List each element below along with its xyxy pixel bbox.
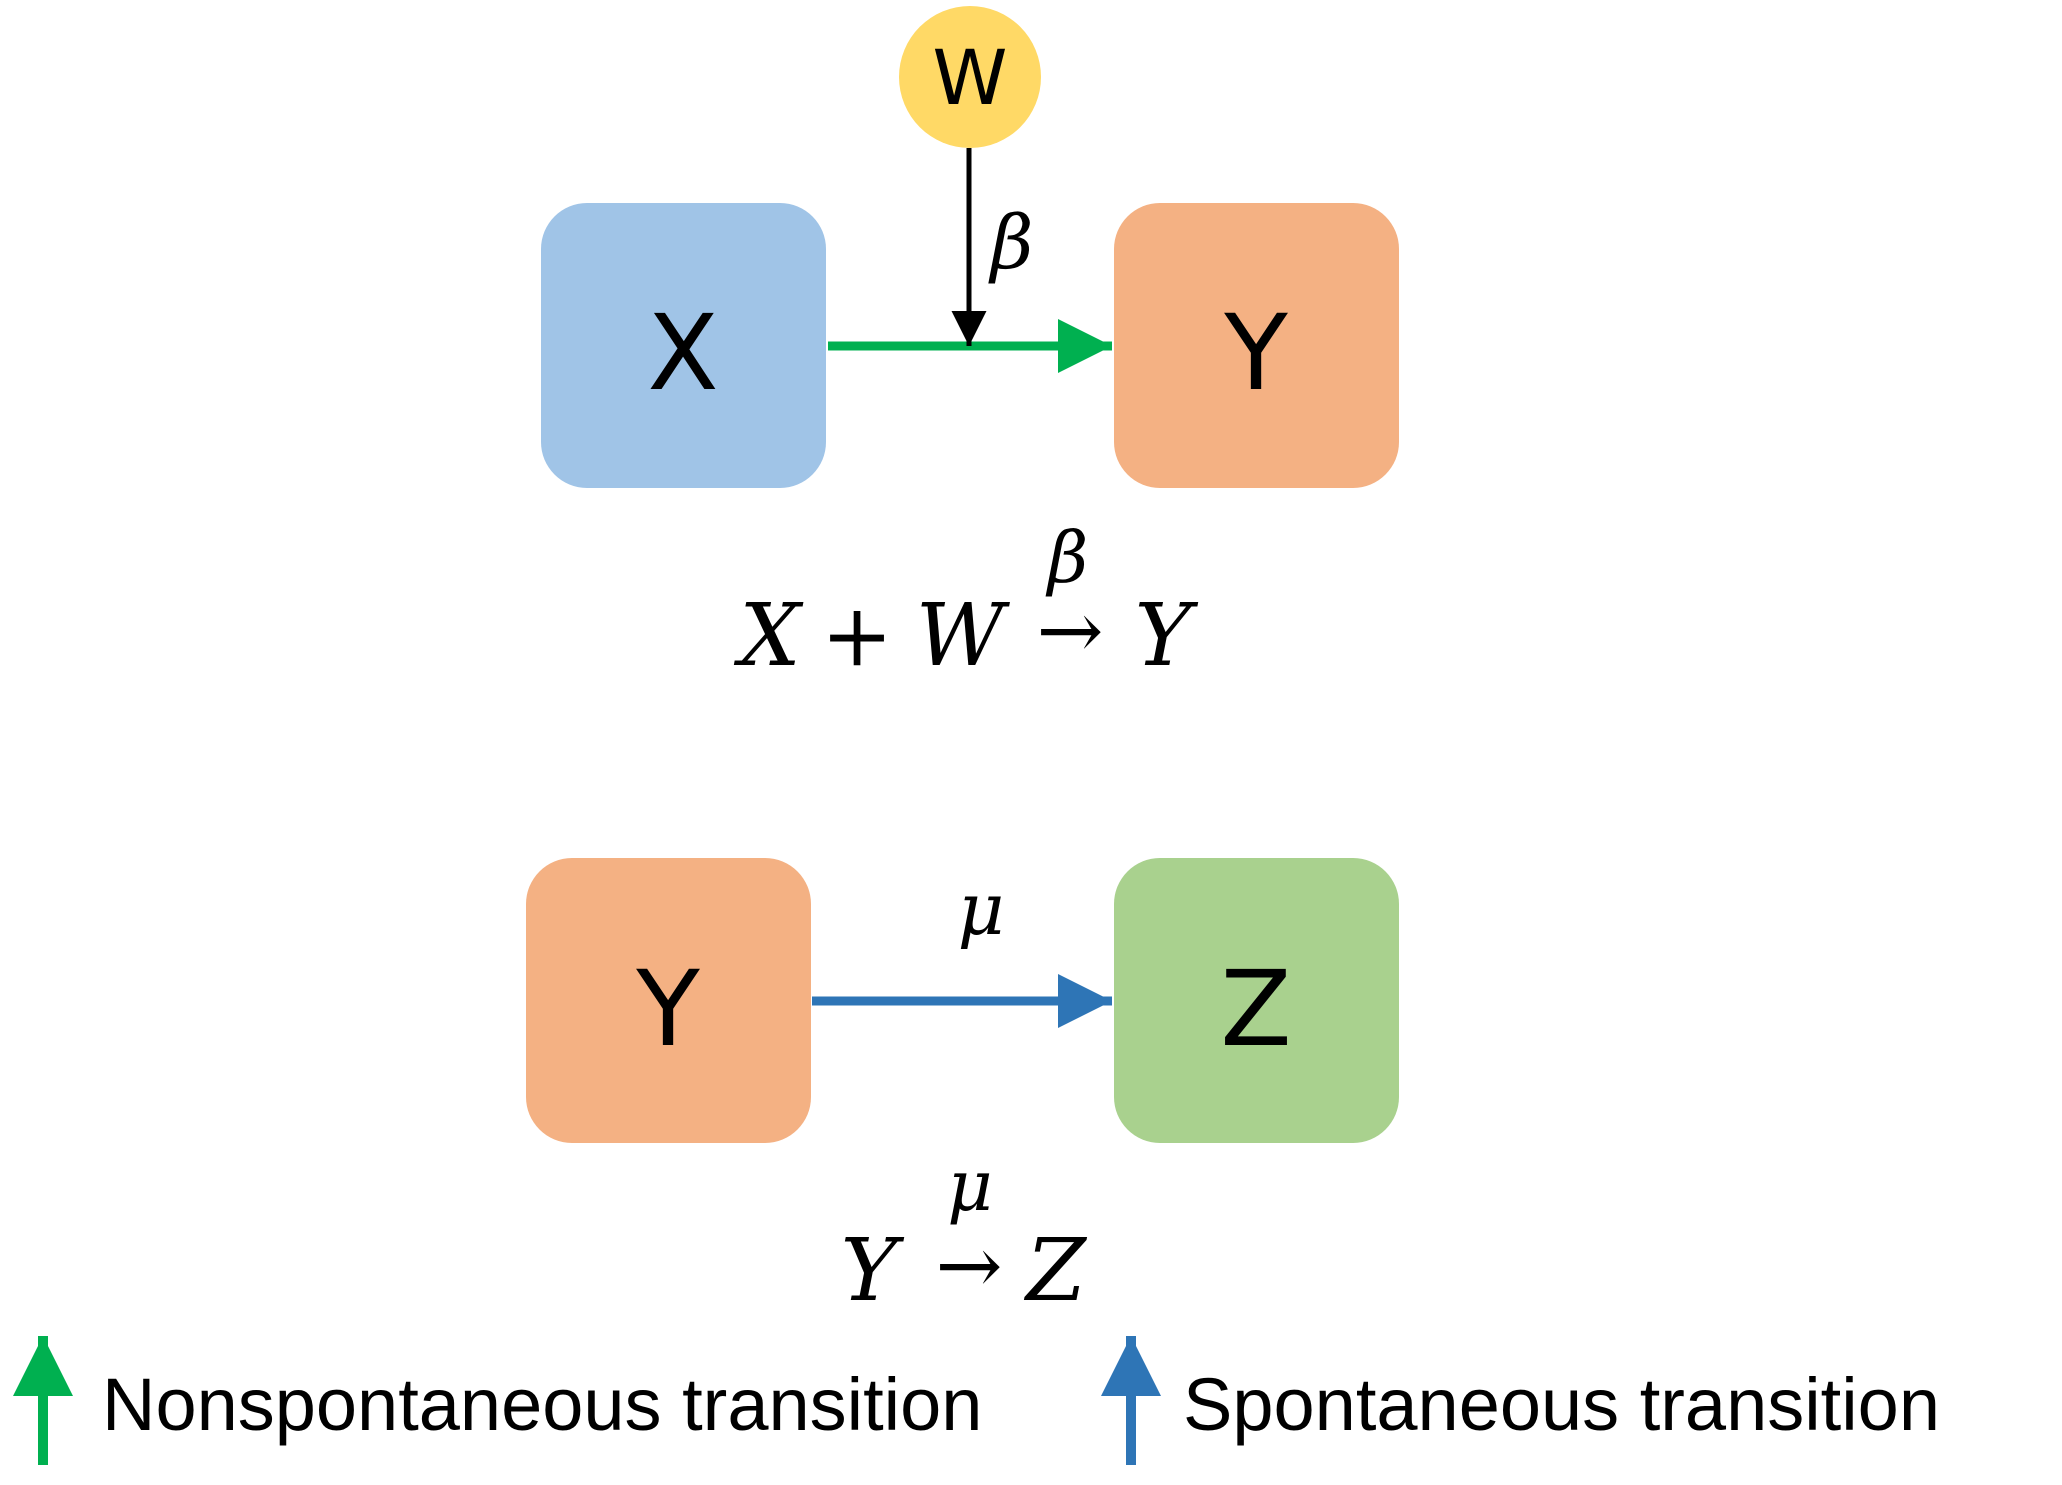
eq1-plus: + bbox=[821, 586, 893, 686]
node-w-label: W bbox=[932, 33, 1007, 122]
node-y2-label: Y bbox=[635, 948, 700, 1070]
eq1-arrow: → bbox=[1036, 584, 1103, 677]
eq2-lhs-y: Y bbox=[841, 1221, 905, 1321]
node-x-box bbox=[541, 203, 826, 488]
node-x-label: X bbox=[647, 292, 718, 414]
eq2-rate-mu: μ bbox=[947, 1145, 993, 1227]
reaction-2-equation: μ Y → Z bbox=[841, 1145, 1088, 1321]
rate-label-beta: β bbox=[988, 200, 1034, 286]
eq1-rhs-y: Y bbox=[1135, 586, 1199, 686]
eq1-lhs-x: X bbox=[733, 586, 804, 686]
eq1-lhs-w: W bbox=[916, 586, 1011, 686]
node-z-box bbox=[1114, 858, 1399, 1143]
legend-spontaneous-label: Spontaneous transition bbox=[1183, 1363, 1940, 1446]
legend-spontaneous: Spontaneous transition bbox=[1101, 1336, 1940, 1465]
eq1-rate-beta: β bbox=[1045, 517, 1088, 599]
rate-label-mu: μ bbox=[958, 867, 1005, 951]
legend-nonspontaneous-label: Nonspontaneous transition bbox=[102, 1363, 982, 1446]
legend-nonspontaneous: Nonspontaneous transition bbox=[12, 1336, 982, 1465]
reaction-1-equation: β X + W → Y bbox=[733, 517, 1198, 686]
node-y-box bbox=[1114, 203, 1399, 488]
node-z-label: Z bbox=[1220, 948, 1291, 1070]
node-y-label: Y bbox=[1223, 292, 1288, 414]
node-y2-box bbox=[526, 858, 811, 1143]
eq2-arrow: → bbox=[935, 1219, 1002, 1312]
reaction-2: Y Z μ μ Y → Z bbox=[526, 858, 1399, 1321]
legend: Nonspontaneous transition Spontaneous tr… bbox=[12, 1336, 1940, 1465]
reaction-1: X Y W β β X + W → Y bbox=[541, 6, 1399, 686]
node-w-circle bbox=[899, 6, 1041, 148]
eq2-rhs-z: Z bbox=[1023, 1221, 1087, 1321]
